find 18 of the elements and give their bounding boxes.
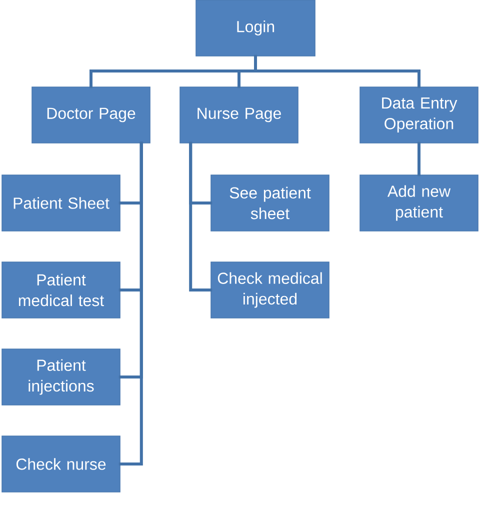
chart-box: Check nurse [2, 436, 120, 492]
connector-line [90, 70, 92, 88]
chart-box: Add new patient [360, 174, 478, 232]
chart-box: Data Entry Operation [360, 86, 478, 144]
connector-line [418, 70, 420, 88]
connector-line [418, 142, 420, 176]
chart-box: See patient sheet [210, 174, 330, 232]
chart-box: Patient medical test [2, 262, 120, 318]
chart-box: Patient Sheet [2, 174, 120, 232]
chart-box: Nurse Page [180, 86, 298, 144]
chart-box: Login [196, 0, 316, 56]
connector-line [189, 142, 212, 204]
chart-box: Doctor Page [32, 86, 150, 144]
connector-line [118, 142, 143, 204]
connector-line [238, 70, 240, 88]
connector-line [90, 54, 420, 72]
chart-box: Check medical injected [210, 262, 330, 318]
chart-box: Patient injections [2, 348, 120, 406]
